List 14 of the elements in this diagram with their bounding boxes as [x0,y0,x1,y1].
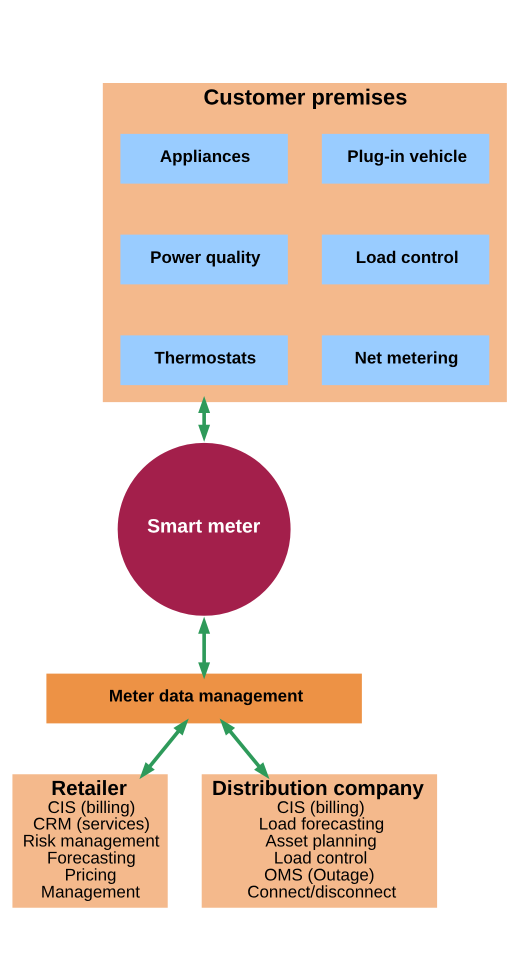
node-box: Plug-in vehicle [322,133,490,184]
node-box: Appliances [120,133,288,184]
node-box: Distribution company CIS (billing) Load forecasting Asset planning Load control OMS (Outage) Connect/disconnect [202,774,438,908]
node-box: Meter data management [46,673,362,723]
node-box: Retailer CIS (billing) CRM (services) Risk management Forecasting Pricing Management [12,774,168,908]
node-circle: Smart meter [115,440,294,618]
arrow [139,718,189,779]
node-box: Thermostats [120,334,288,385]
node-box: Load control [322,234,490,284]
node-box: Power quality [120,234,288,284]
arrow [198,395,210,442]
node-box: Net metering [322,334,490,385]
arrow [220,718,270,779]
arrow [198,616,210,679]
